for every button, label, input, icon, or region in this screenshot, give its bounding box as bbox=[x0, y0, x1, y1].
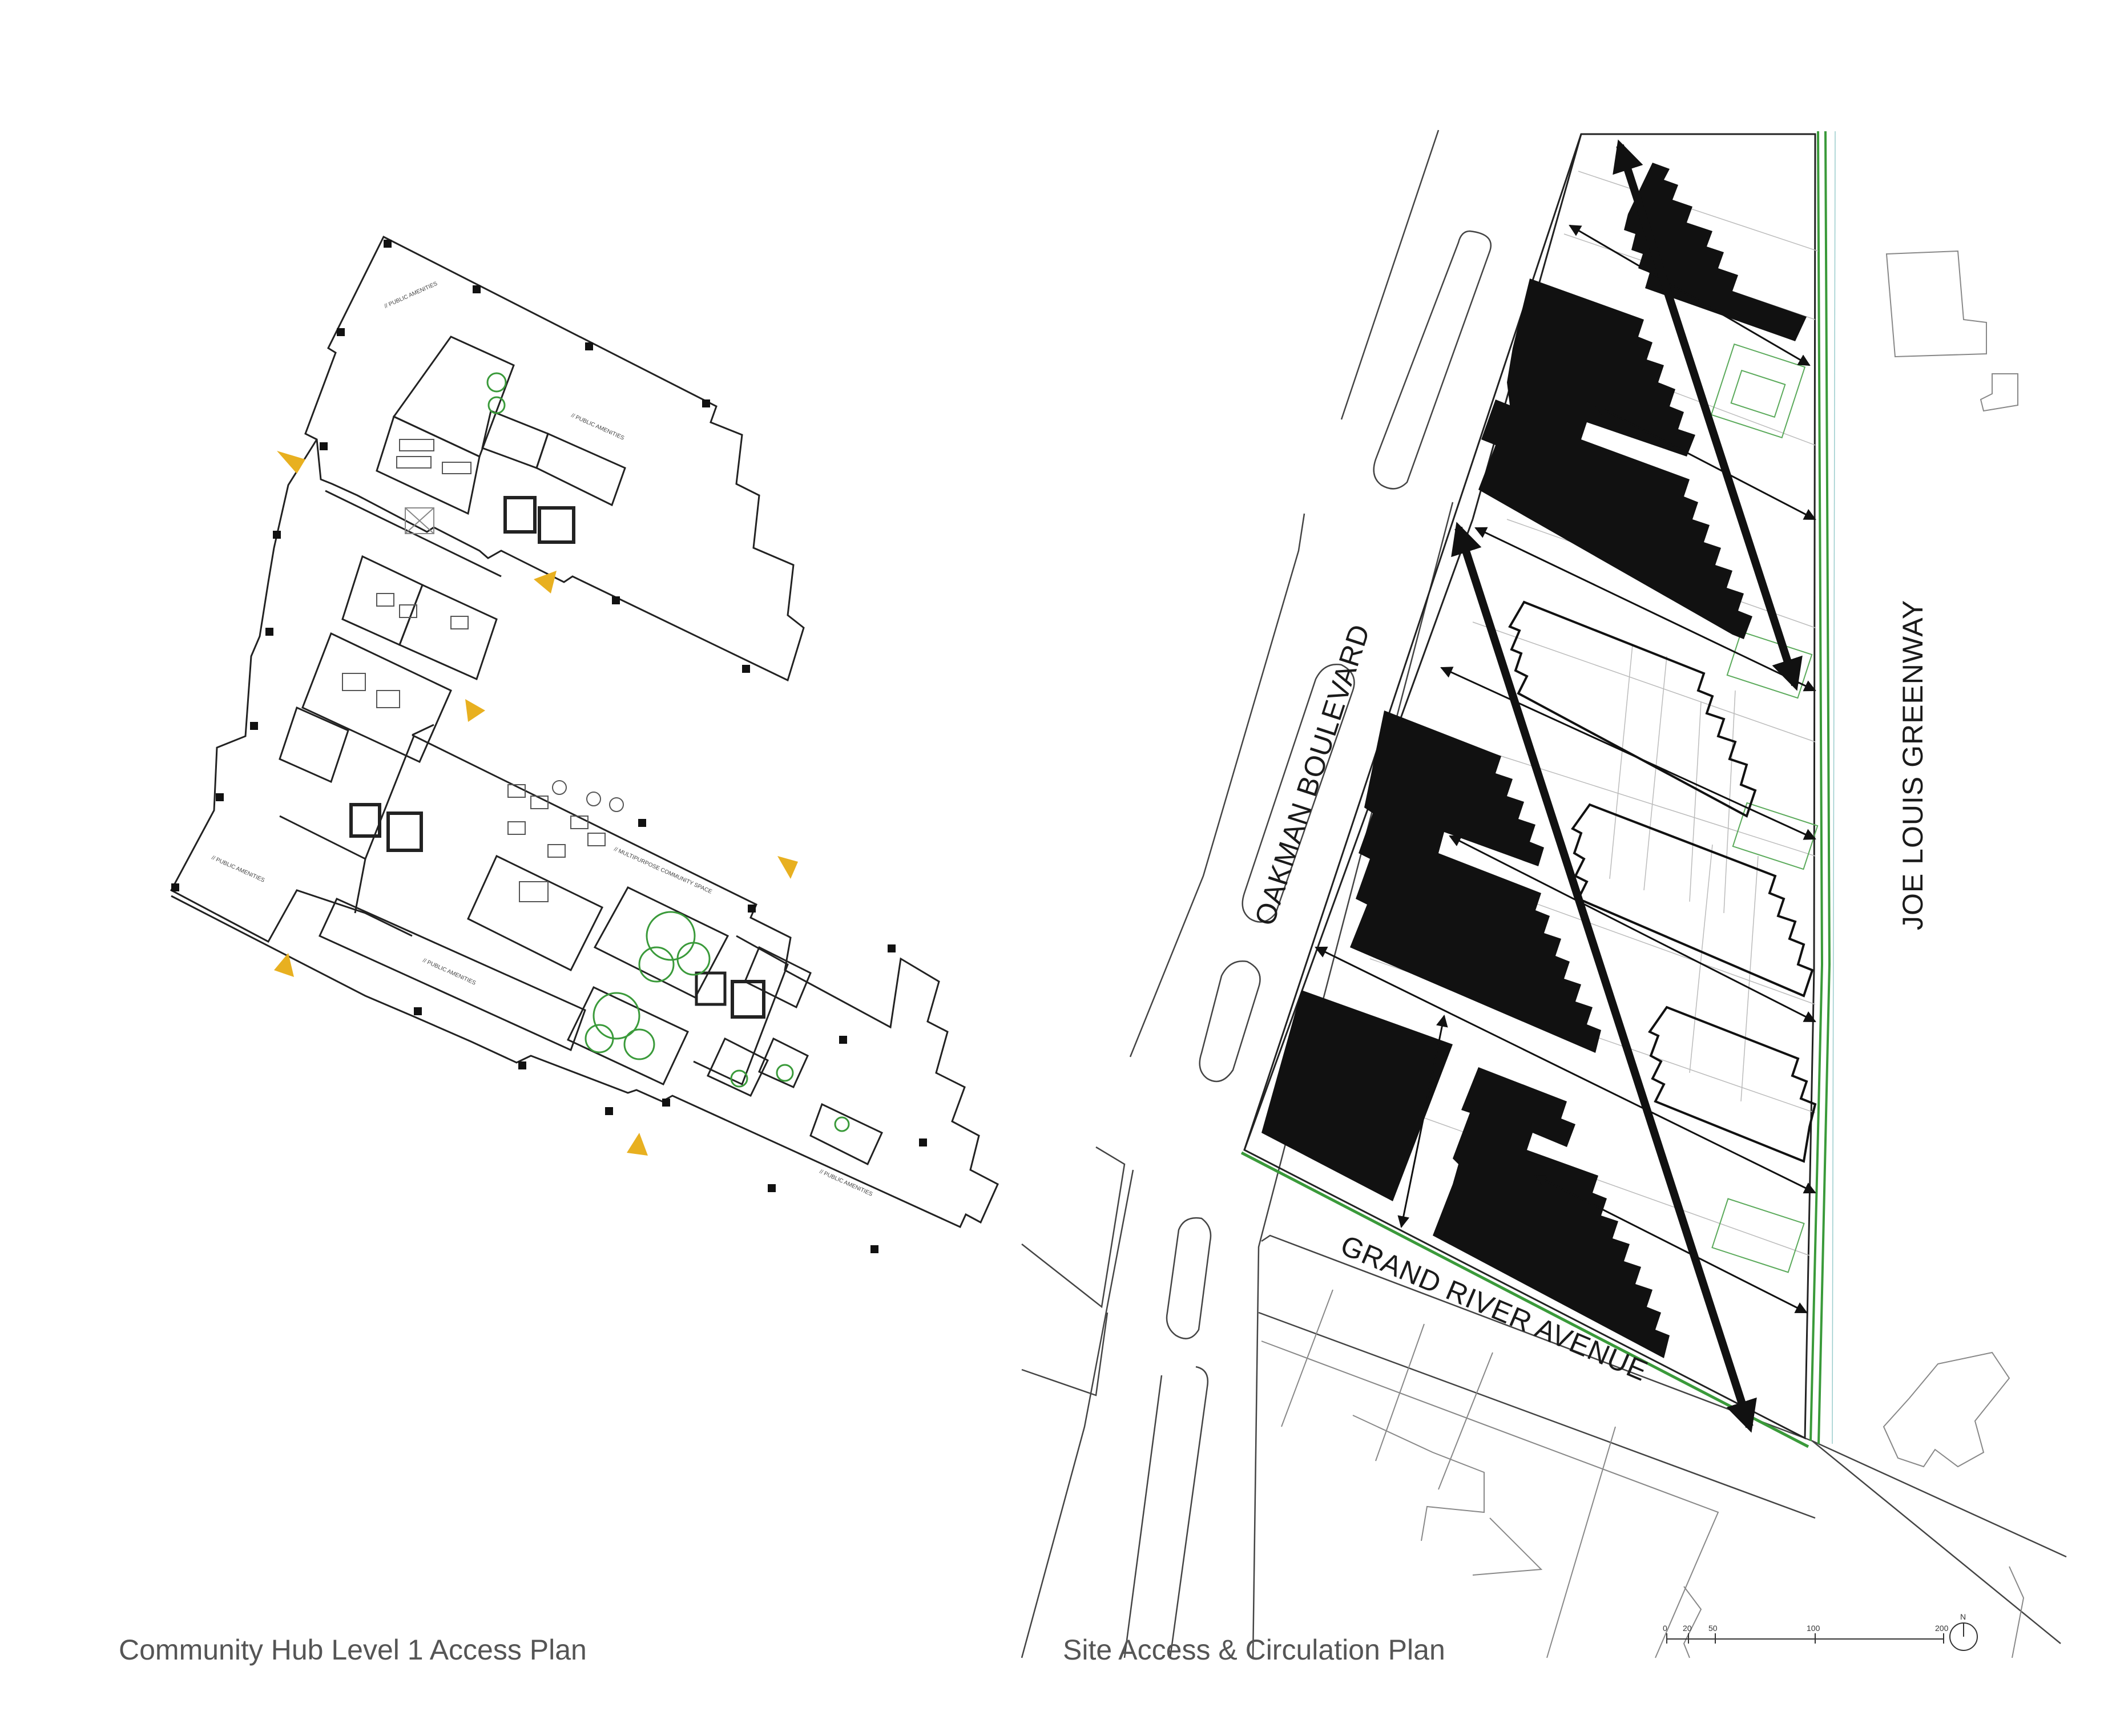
scale-tick-20: 20 bbox=[1683, 1624, 1692, 1633]
proposed-buildings bbox=[1508, 600, 1817, 1163]
north-arrow-icon: N bbox=[1960, 1612, 1966, 1621]
furniture bbox=[342, 439, 624, 902]
label-public-amenities-3: // PUBLIC AMENITIES bbox=[211, 855, 266, 884]
label-public-amenities-4: // PUBLIC AMENITIES bbox=[422, 958, 477, 987]
scale-tick-200: 200 bbox=[1935, 1624, 1949, 1633]
label-public-amenities-2: // PUBLIC AMENITIES bbox=[570, 413, 626, 442]
caption-site-access-plan: Site Access & Circulation Plan bbox=[1063, 1634, 1445, 1666]
entry-access-markers bbox=[274, 451, 798, 1156]
street-label-oakman: OAKMAN BOULEVARD bbox=[1248, 620, 1376, 930]
community-hub-floor-plan bbox=[170, 235, 999, 1228]
scale-tick-100: 100 bbox=[1807, 1624, 1820, 1633]
street-label-joe-louis: JOE LOUIS GREENWAY bbox=[1897, 600, 1929, 930]
interior-plantings bbox=[486, 372, 850, 1132]
caption-community-hub-plan: Community Hub Level 1 Access Plan bbox=[119, 1634, 587, 1666]
scale-bar: 0 20 50 100 200 N bbox=[1663, 1612, 1966, 1633]
scale-tick-0: 0 bbox=[1663, 1624, 1667, 1633]
circulation-arrows bbox=[1315, 139, 1816, 1433]
label-public-amenities-1: // PUBLIC AMENITIES bbox=[384, 281, 439, 310]
structural-columns bbox=[171, 240, 927, 1253]
scale-tick-50: 50 bbox=[1708, 1624, 1718, 1633]
